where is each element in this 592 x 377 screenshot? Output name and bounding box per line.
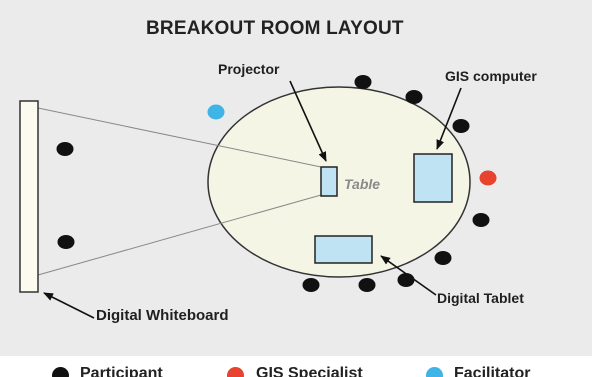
participant-seat — [358, 278, 376, 292]
facilitator-legend-label: Facilitator — [454, 365, 531, 377]
table-label: Table — [344, 176, 381, 192]
digital-whiteboard — [19, 100, 39, 293]
gis-computer-arrow — [436, 87, 462, 150]
digital-tablet — [314, 235, 373, 264]
participant-seat — [452, 119, 470, 133]
facilitator-legend-dot — [426, 367, 443, 377]
gis-computer-label: GIS computer — [445, 68, 537, 84]
participant-seat — [472, 213, 490, 227]
projection-line-top — [37, 107, 322, 168]
gis-specialist-legend-dot — [227, 367, 244, 377]
participant-seat — [354, 75, 372, 89]
digital-whiteboard-label: Digital Whiteboard — [96, 307, 229, 324]
participant-seats — [56, 75, 490, 292]
diagram-title: BREAKOUT ROOM LAYOUT — [146, 18, 404, 39]
participant-seat — [57, 235, 75, 249]
table-oval — [207, 86, 471, 278]
legend: Participant GIS Specialist Facilitator — [0, 356, 592, 377]
participant-seat — [56, 142, 74, 156]
gis-specialist-seat — [479, 170, 497, 186]
participant-legend-dot — [52, 367, 69, 377]
whiteboard-arrow — [43, 292, 95, 319]
facilitator-seat — [207, 104, 225, 120]
projector-label: Projector — [218, 61, 280, 77]
projector — [320, 166, 338, 197]
participant-seat — [405, 90, 423, 104]
gis-computer — [413, 153, 453, 203]
projection-line-bottom — [37, 194, 322, 276]
participant-seat — [397, 273, 415, 287]
participant-seat — [302, 278, 320, 292]
projector-arrow — [289, 80, 327, 162]
participant-seat — [434, 251, 452, 265]
digital-tablet-label: Digital Tablet — [437, 290, 524, 306]
participant-legend-label: Participant — [80, 365, 163, 377]
gis-specialist-legend-label: GIS Specialist — [256, 365, 363, 377]
